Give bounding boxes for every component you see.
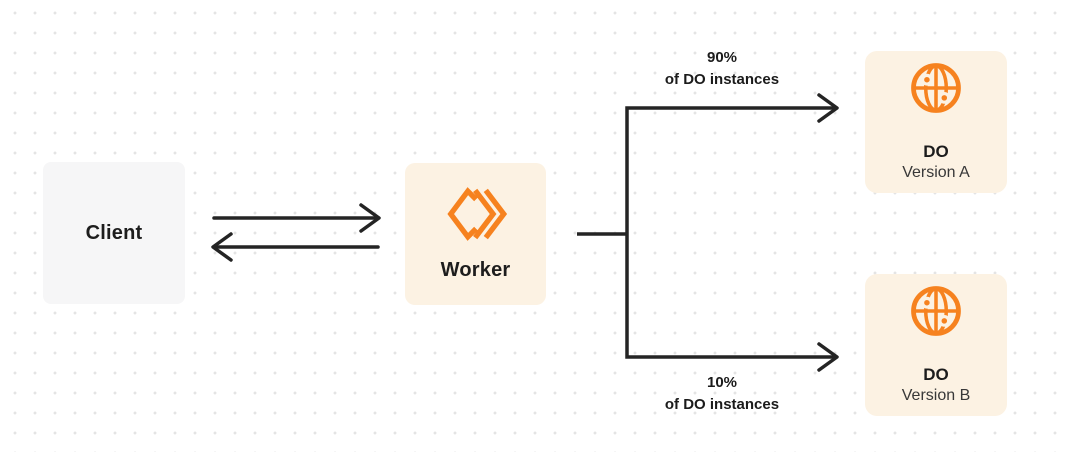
branch-top-arrowhead-icon xyxy=(817,93,839,123)
branch-bottom-label: 10% of DO instances xyxy=(597,372,847,416)
do-version-a-subtitle: Version A xyxy=(902,164,970,181)
worker-label: Worker xyxy=(440,259,511,281)
branch-split-line xyxy=(625,106,835,359)
branch-top-label: 90% of DO instances xyxy=(597,47,847,91)
branch-bottom-arrowhead-icon xyxy=(817,342,839,372)
worker-to-client-arrowhead-icon xyxy=(211,232,233,262)
workers-logo-icon xyxy=(445,185,507,243)
do-version-b-node: DO Version B xyxy=(865,274,1007,416)
worker-node: Worker xyxy=(405,163,546,305)
do-version-a-node: DO Version A xyxy=(865,51,1007,193)
branch-bottom-percent: 10% xyxy=(706,374,738,391)
do-version-b-subtitle: Version B xyxy=(901,387,971,404)
branch-bottom-caption: of DO instances xyxy=(664,396,780,413)
client-node: Client xyxy=(43,162,185,304)
globe-icon xyxy=(906,281,966,341)
client-to-worker-arrowhead-icon xyxy=(359,203,381,233)
globe-icon xyxy=(906,58,966,118)
branch-top-caption: of DO instances xyxy=(664,71,780,88)
do-version-b-title: DO xyxy=(923,365,949,384)
client-label: Client xyxy=(85,221,143,244)
do-version-a-title: DO xyxy=(923,142,949,161)
branch-top-percent: 90% xyxy=(706,49,738,66)
